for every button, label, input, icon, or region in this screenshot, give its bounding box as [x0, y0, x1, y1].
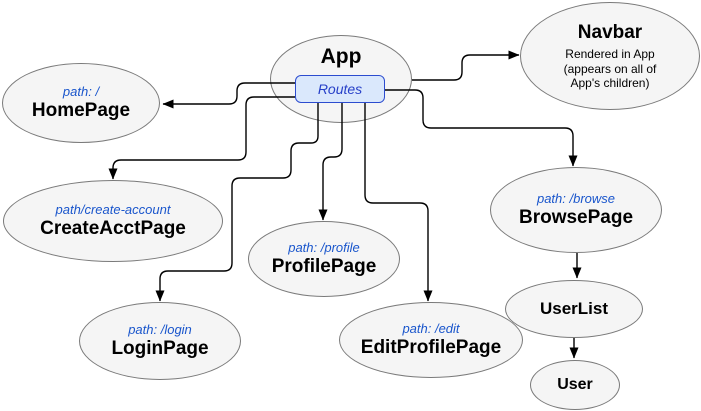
- routes-box: Routes: [295, 75, 385, 103]
- connector-routes-browsepage: [385, 89, 578, 167]
- node-editprofilepage: path: /edit EditProfilePage: [339, 302, 523, 378]
- node-homepage: path: / HomePage: [2, 63, 160, 143]
- node-userlist-label: UserList: [539, 298, 609, 318]
- connector-app-navbar: [412, 50, 520, 81]
- node-createacctpage: path/create-account CreateAcctPage: [3, 180, 223, 262]
- node-editprofilepage-path: path: /edit: [402, 320, 460, 336]
- node-navbar-label: Navbar: [577, 22, 643, 44]
- node-browsepage: path: /browse BrowsePage: [490, 167, 662, 253]
- node-browsepage-path: path: /browse: [536, 190, 616, 206]
- node-profilepage-label: ProfilePage: [271, 255, 377, 277]
- node-editprofilepage-label: EditProfilePage: [360, 336, 502, 358]
- node-loginpage-path: path: /login: [128, 321, 192, 337]
- node-profilepage: path: /profile ProfilePage: [248, 221, 400, 297]
- node-createacctpage-path: path/create-account: [55, 201, 171, 217]
- node-homepage-path: path: /: [62, 83, 100, 99]
- node-user-label: User: [557, 376, 593, 394]
- routes-box-label: Routes: [317, 81, 363, 97]
- node-navbar: Navbar Rendered in App (appears on all o…: [520, 2, 700, 110]
- node-createacctpage-label: CreateAcctPage: [40, 217, 186, 239]
- node-loginpage: path: /login LoginPage: [79, 302, 241, 380]
- node-homepage-label: HomePage: [31, 99, 131, 121]
- node-app-label: App: [320, 45, 362, 68]
- node-userlist: UserList: [505, 280, 643, 338]
- node-user: User: [530, 360, 620, 410]
- node-profilepage-path: path: /profile: [288, 239, 360, 255]
- node-browsepage-label: BrowsePage: [518, 206, 634, 228]
- node-loginpage-label: LoginPage: [111, 337, 209, 359]
- node-navbar-note: Rendered in App (appears on all of App's…: [563, 47, 657, 91]
